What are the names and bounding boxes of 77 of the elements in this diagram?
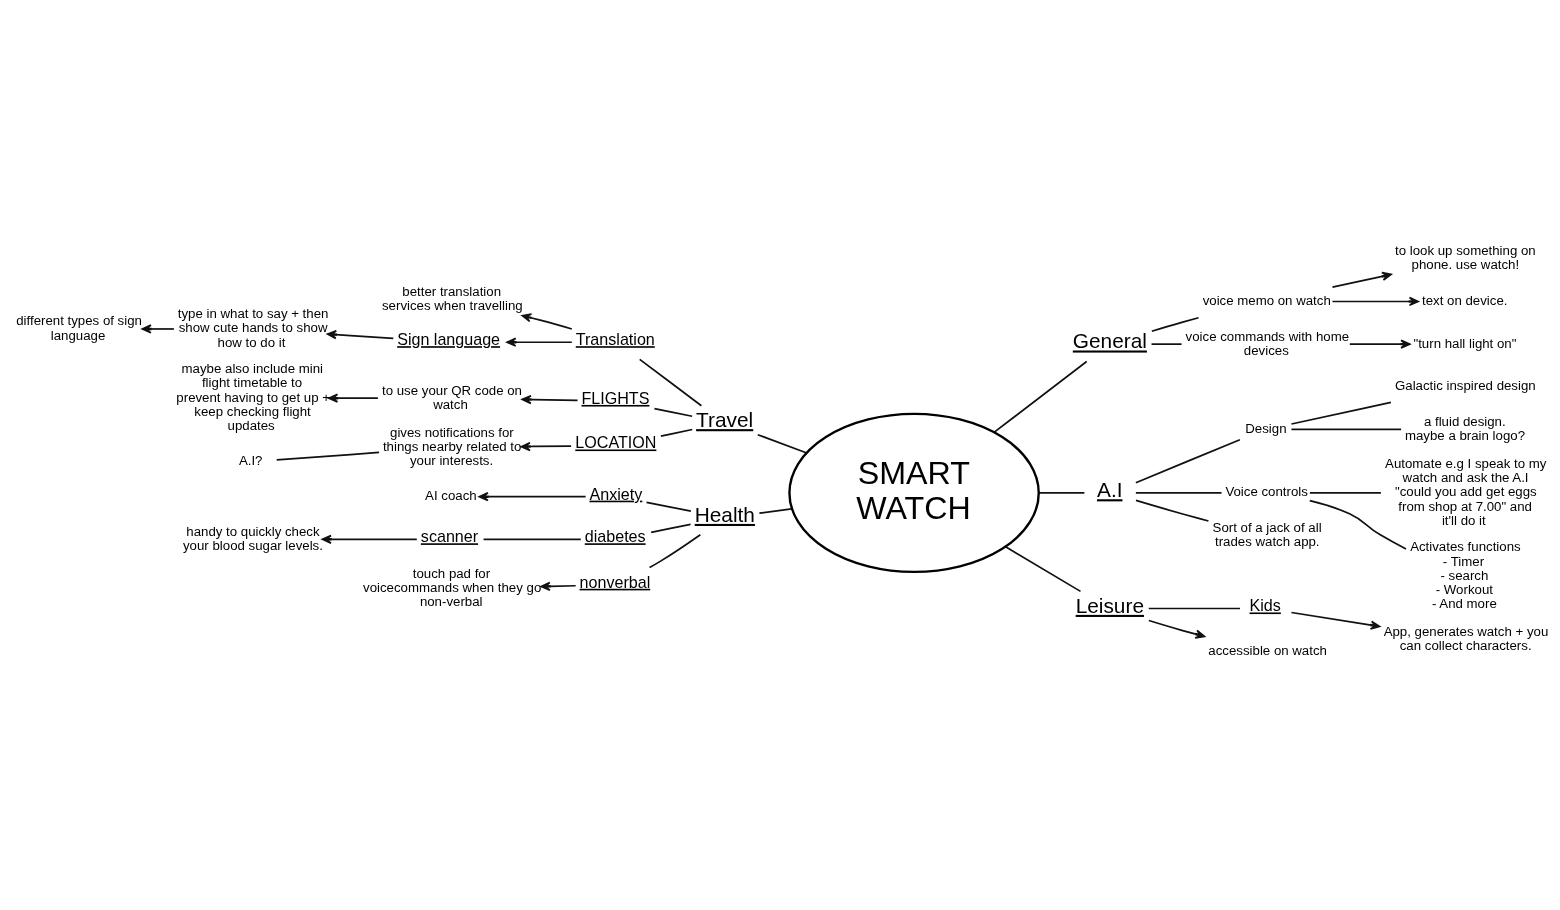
- connector: [1309, 492, 1382, 494]
- connector: [1004, 545, 1082, 593]
- connector: [1150, 316, 1200, 333]
- node-text: Health: [694, 502, 755, 526]
- arrow: [1348, 339, 1411, 349]
- node-text: App, generates watch + you can collect characters.: [1383, 624, 1549, 654]
- connector: [1150, 343, 1183, 345]
- node-text: text on device.: [1422, 293, 1508, 308]
- connector: [1135, 438, 1241, 484]
- node-text: scanner: [420, 527, 479, 546]
- node-text: Translation: [575, 330, 655, 349]
- node-text: different types of sign language: [16, 313, 142, 343]
- node-text: Travel: [696, 408, 754, 432]
- arrow: [321, 534, 418, 545]
- node-text: voice commands with home devices: [1185, 328, 1350, 358]
- connector: [653, 407, 693, 418]
- arrow: [1331, 296, 1419, 307]
- connector: [758, 508, 793, 514]
- node-text: maybe also include mini flight timetable to prevent having to get up + keep checking flight updates: [176, 361, 330, 434]
- node-text: "turn hall light on": [1413, 335, 1517, 351]
- connector: [650, 523, 692, 534]
- connector: [1308, 499, 1407, 550]
- connector: [1135, 499, 1210, 522]
- node-text: Design: [1245, 420, 1287, 436]
- arrow: [506, 337, 573, 347]
- connector: [756, 433, 807, 454]
- node-text: to look up something on phone. use watch!: [1395, 243, 1536, 273]
- node-text: Voice controls: [1225, 484, 1308, 500]
- arrow: [1331, 271, 1392, 289]
- node-text: gives notifications for things nearby related to your interests.: [382, 424, 522, 469]
- node-text: Sort of a jack of all trades watch app.: [1212, 519, 1322, 550]
- node-text: Sign language: [397, 330, 501, 349]
- connector: [648, 533, 702, 569]
- connector: [1290, 428, 1402, 431]
- node-text: diabetes: [584, 527, 646, 546]
- node-ellipse: SMART WATCH: [788, 412, 1040, 574]
- connector: [1038, 492, 1086, 494]
- connector: [660, 428, 694, 438]
- node-text: Galactic inspired design: [1395, 378, 1536, 394]
- node-text: better translation services when travelling: [381, 283, 523, 314]
- node-text: A.I: [1096, 478, 1123, 502]
- node-text: accessible on watch: [1208, 642, 1327, 658]
- connector: [993, 360, 1088, 434]
- node-text: Activates functions - Timer - search - Workout - And more: [1410, 539, 1521, 612]
- node-text: Automate e.g I speak to my watch and ask the A.I "could you add get eggs from shop at 7.00" and it'll do it: [1385, 455, 1547, 528]
- arrow: [520, 441, 572, 452]
- arrow: [521, 394, 579, 405]
- node-text: to use your QR code on watch: [381, 382, 522, 412]
- node-text: a fluid design. maybe a brain logo?: [1404, 413, 1526, 444]
- node-text: Anxiety: [589, 484, 643, 503]
- connector: [1135, 492, 1223, 494]
- node-text: nonverbal: [579, 572, 651, 591]
- connector: [275, 451, 380, 461]
- node-text: General: [1072, 329, 1147, 353]
- connector: [638, 358, 703, 407]
- node-text: type in what to say + then show cute hands to show how to do it: [177, 306, 329, 350]
- connector: [482, 538, 582, 541]
- node-text: AI coach: [425, 488, 477, 504]
- connector: [1290, 401, 1392, 425]
- arrow: [141, 324, 175, 334]
- arrow: [478, 492, 587, 502]
- connector: [645, 501, 692, 512]
- node-text: voice memo on watch: [1202, 293, 1331, 308]
- connector: [1147, 607, 1241, 610]
- arrow: [1290, 611, 1381, 630]
- node-text: FLIGHTS: [581, 388, 650, 407]
- node-text: handy to quickly check your blood sugar levels.: [182, 523, 323, 553]
- arrow: [326, 329, 395, 340]
- arrow: [540, 581, 577, 592]
- node-text: Leisure: [1075, 593, 1144, 617]
- arrow: [1147, 619, 1206, 639]
- node-text: LOCATION: [575, 433, 657, 452]
- node-text: Kids: [1249, 596, 1281, 615]
- node-text: A.I?: [238, 453, 263, 469]
- arrow: [328, 393, 379, 403]
- node-text: touch pad for voicecommands when they go non-verbal: [363, 565, 542, 610]
- arrow: [521, 313, 573, 330]
